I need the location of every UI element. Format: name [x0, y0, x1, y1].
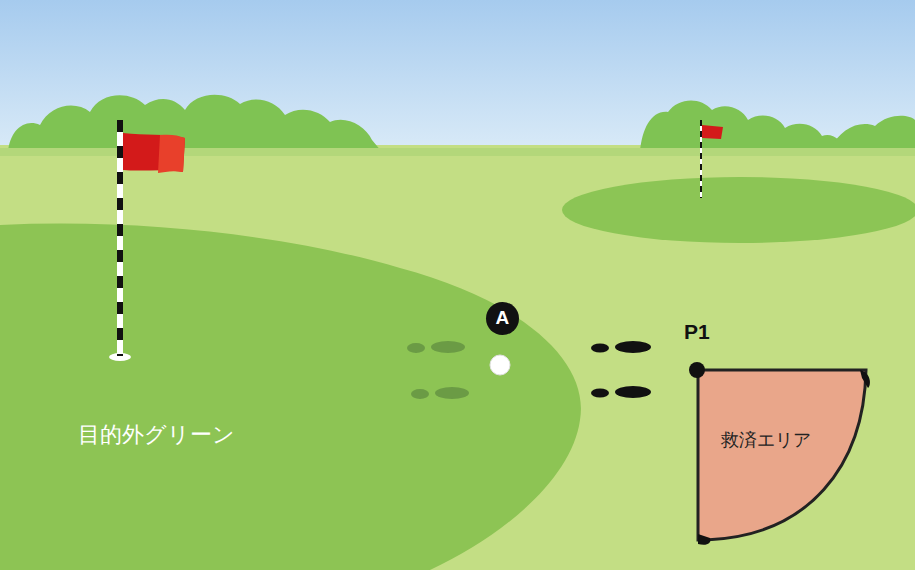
relief-area: 救済エリア	[694, 366, 878, 546]
corner-cap	[860, 370, 870, 388]
relief-outline	[698, 370, 866, 540]
golf-ball	[490, 355, 510, 375]
putting-green	[562, 177, 915, 243]
ball-callout: A	[486, 302, 519, 335]
relief-shape	[694, 366, 878, 546]
corner-cap	[698, 534, 710, 545]
node-text: 救済エリア	[721, 430, 811, 452]
node-text: 目的外グリーン	[78, 422, 235, 448]
wrong-green-shape	[0, 224, 581, 570]
old-footprints	[407, 341, 469, 399]
point-label: P1	[684, 320, 710, 344]
footprints	[591, 341, 651, 398]
far-flag	[701, 120, 723, 198]
near-flag	[109, 120, 185, 361]
wrong-green-area: 目的外グリーン	[0, 222, 585, 570]
node-text: A	[496, 307, 510, 330]
